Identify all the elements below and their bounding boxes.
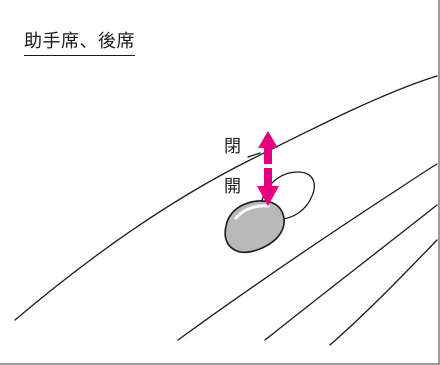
switch-knob [224, 200, 285, 254]
door-curve-upper [14, 75, 438, 321]
door-curve-middle [177, 163, 438, 341]
arrow-up-icon [258, 131, 278, 164]
door-curve-bottom [329, 239, 438, 346]
arrow-down-icon [257, 168, 279, 206]
open-label: 開 [224, 177, 241, 197]
door-panel-contours [14, 75, 438, 346]
switch-knob-highlight [234, 204, 270, 220]
diagram-title: 助手席、後席 [24, 31, 135, 56]
door-curve-lower [264, 204, 438, 341]
window-switch [224, 171, 315, 254]
close-label: 閉 [224, 137, 241, 157]
label-leader [247, 152, 261, 158]
